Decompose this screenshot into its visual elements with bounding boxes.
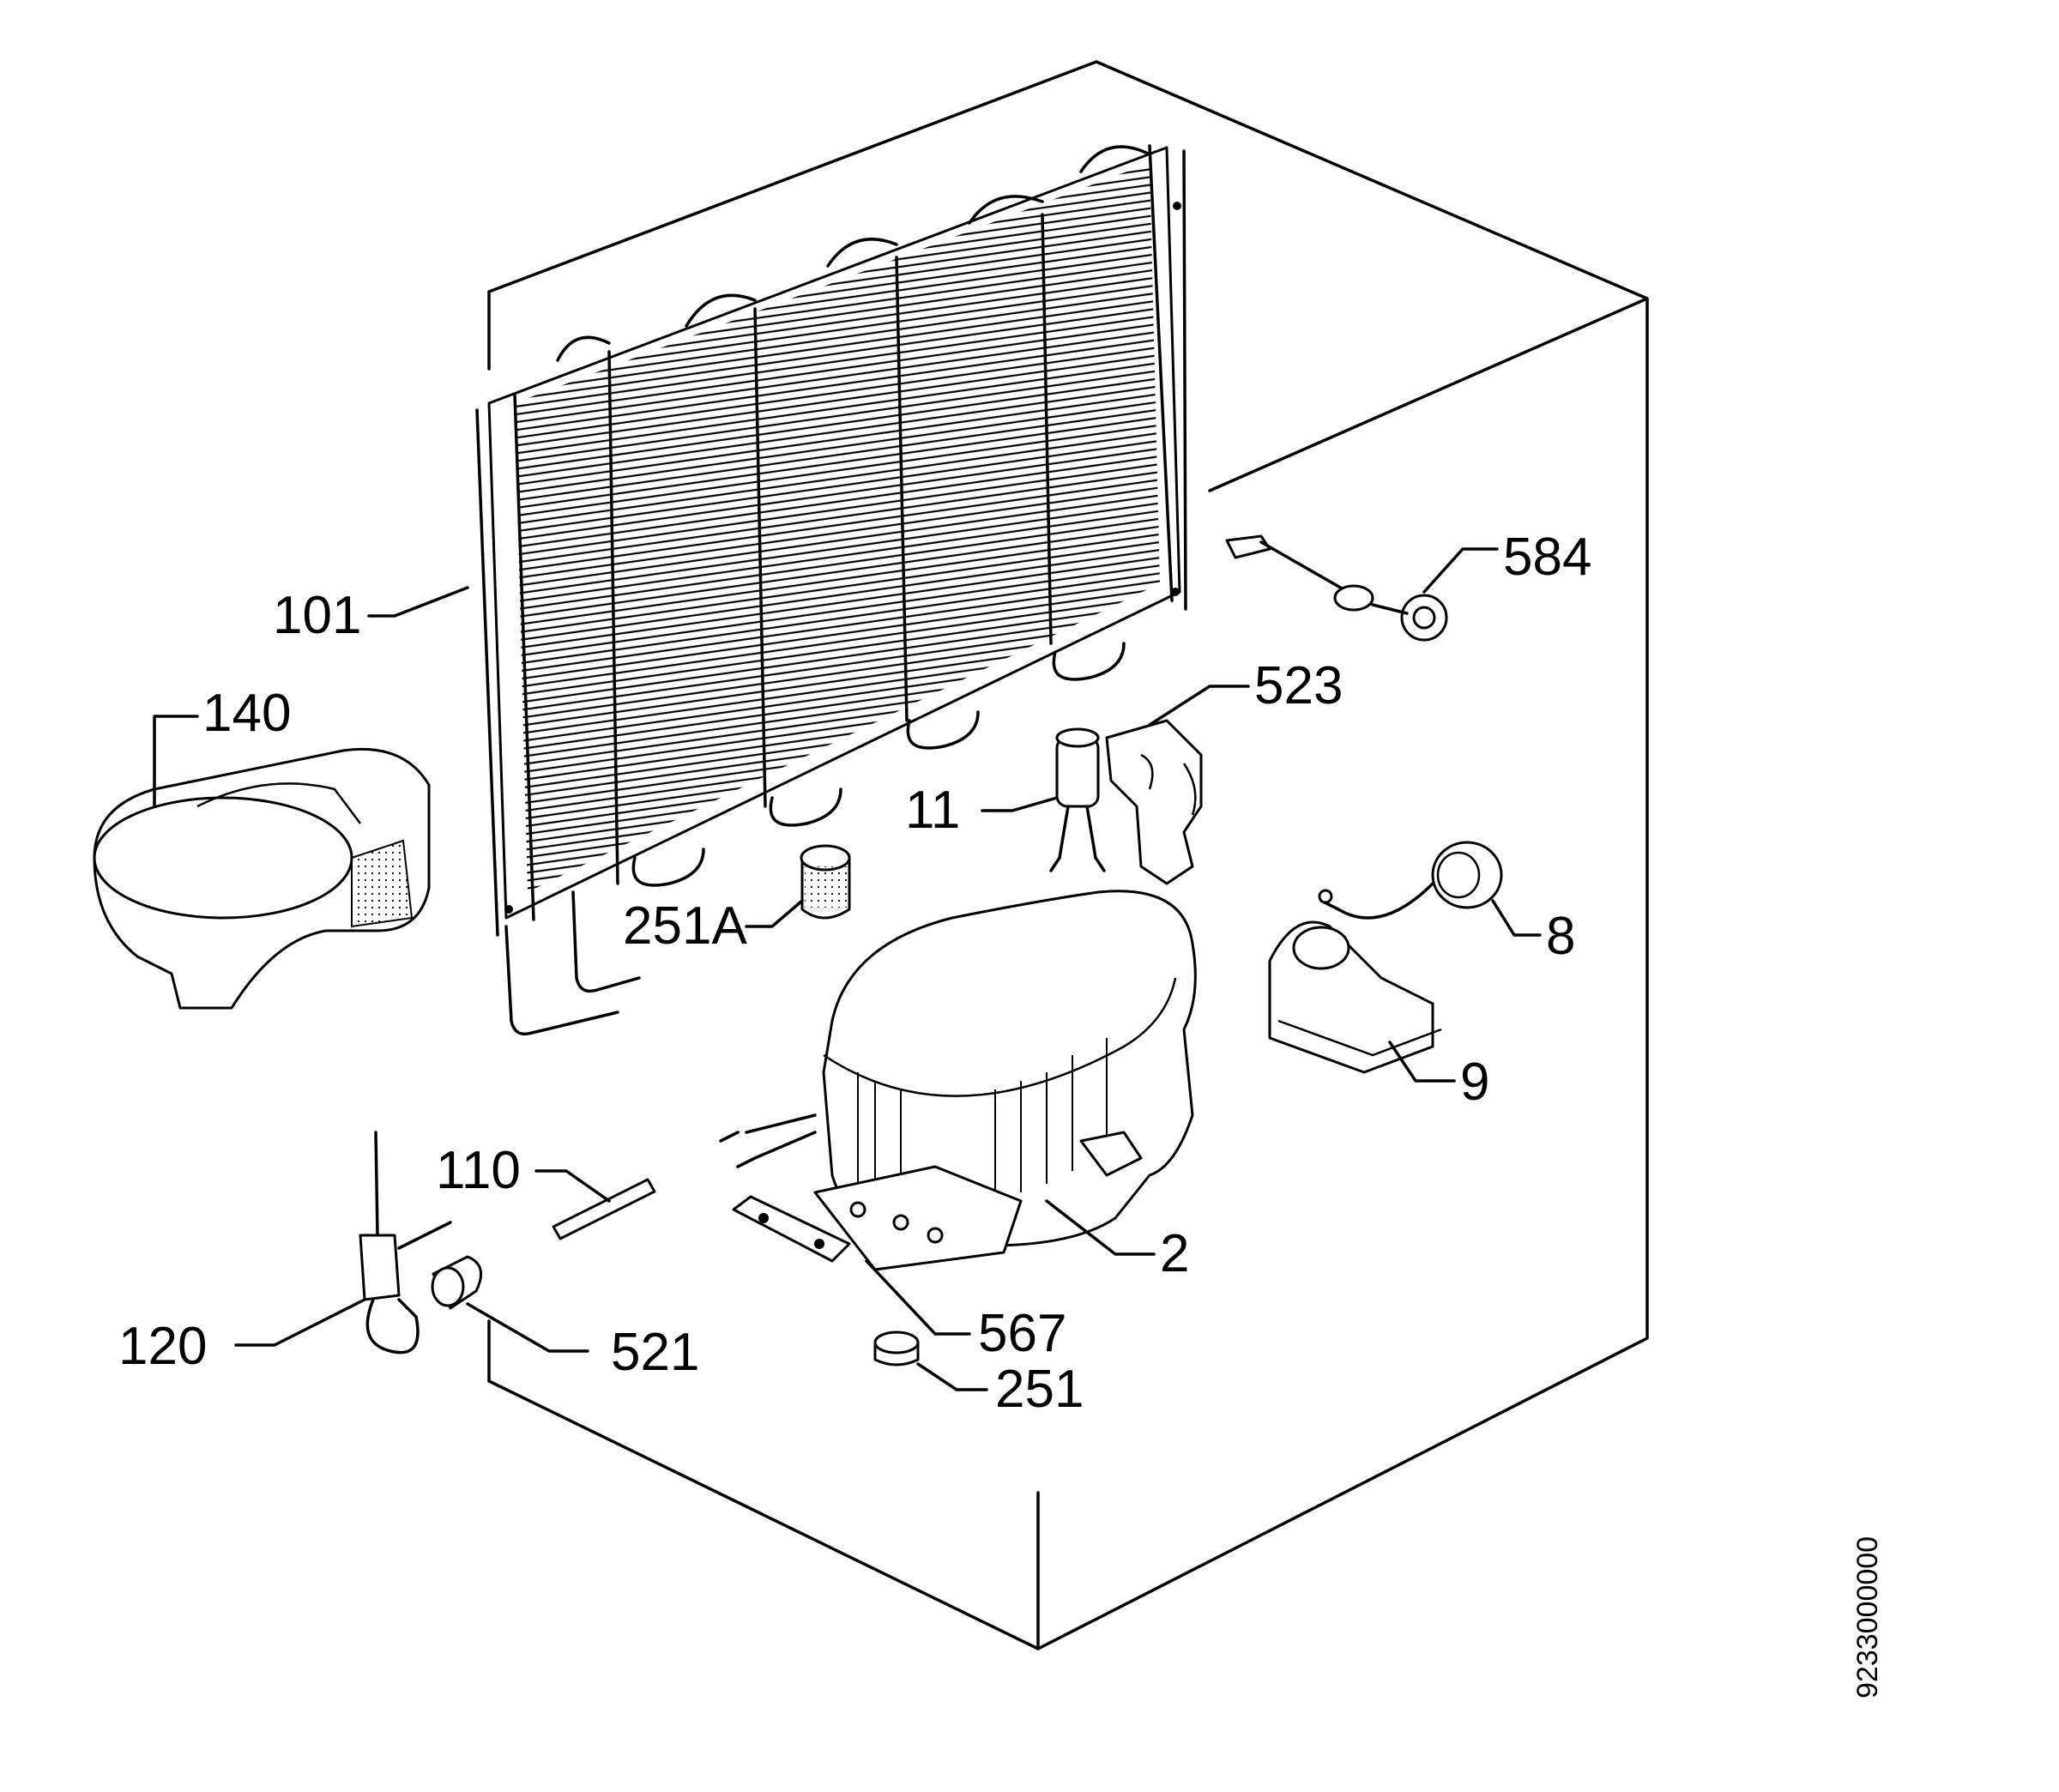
label-523: 523: [1254, 656, 1343, 715]
base-plate: [732, 1195, 851, 1263]
grommet-small: [873, 1330, 920, 1367]
thermostat-probe: [1225, 534, 1448, 642]
drier-tube: [552, 1178, 656, 1240]
filter-drier: [359, 1131, 452, 1355]
overload-protector: [1318, 841, 1503, 920]
grommet-large: [800, 844, 851, 920]
condenser: [475, 144, 1187, 1036]
label-120: 120: [118, 1317, 207, 1376]
label-9: 9: [1460, 1053, 1489, 1112]
label-521: 521: [611, 1323, 699, 1382]
label-584: 584: [1503, 528, 1591, 587]
label-101: 101: [273, 586, 361, 645]
compressor: [719, 890, 1197, 1271]
service-cap: [431, 1255, 483, 1310]
drip-tray: [93, 747, 431, 1010]
label-8: 8: [1546, 907, 1575, 966]
relay: [1049, 727, 1106, 872]
starter-relay: [1268, 920, 1442, 1074]
cabinet-outline: [487, 60, 1649, 1650]
label-567: 567: [978, 1304, 1066, 1363]
document-number: 9233000000: [1851, 1536, 1884, 1698]
label-2: 2: [1160, 1224, 1189, 1283]
label-140: 140: [202, 684, 291, 743]
label-251a: 251A: [623, 896, 747, 956]
leader-lines: [153, 547, 1542, 1391]
label-11: 11: [905, 781, 960, 840]
label-251: 251: [995, 1360, 1084, 1419]
mounting-clip: [1105, 719, 1203, 885]
label-110: 110: [436, 1141, 521, 1200]
